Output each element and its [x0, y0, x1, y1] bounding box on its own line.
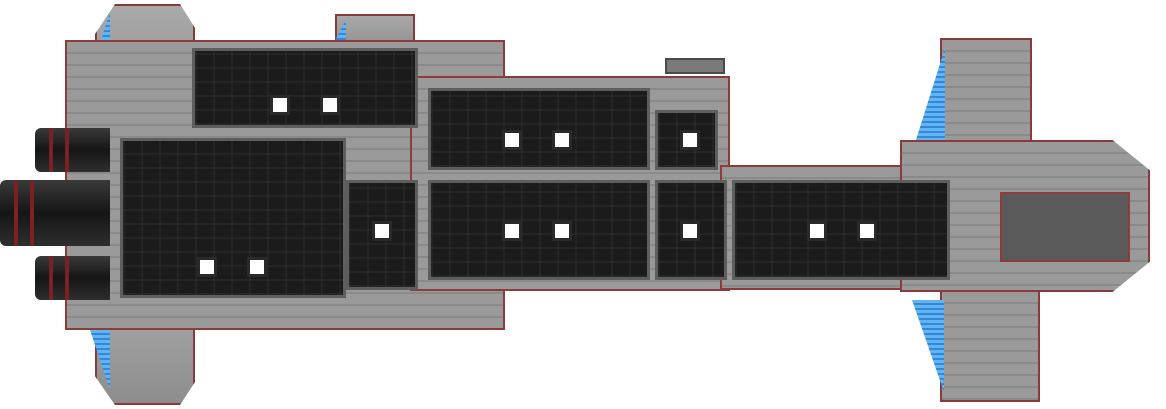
engine-middle — [0, 180, 110, 246]
station-marker[interactable] — [200, 260, 214, 274]
station-marker[interactable] — [683, 224, 697, 238]
station-marker[interactable] — [505, 224, 519, 238]
bridge-window — [1000, 192, 1130, 262]
room-corridor-left[interactable] — [346, 180, 418, 290]
room-upper-mid[interactable] — [428, 88, 650, 170]
room-upper-small[interactable] — [655, 110, 718, 170]
station-marker[interactable] — [250, 260, 264, 274]
room-engine[interactable] — [120, 138, 346, 298]
station-marker[interactable] — [505, 133, 519, 147]
room-upper-left[interactable] — [192, 48, 418, 128]
station-marker[interactable] — [555, 133, 569, 147]
station-marker[interactable] — [860, 224, 874, 238]
room-aft[interactable] — [732, 180, 950, 280]
hull-bottom-front-fin — [940, 290, 1040, 402]
room-lower-mid[interactable] — [428, 180, 650, 280]
engine-bottom — [35, 256, 110, 300]
thruster-icon — [912, 300, 944, 392]
station-marker[interactable] — [555, 224, 569, 238]
station-marker[interactable] — [323, 98, 337, 112]
thruster-icon — [915, 48, 945, 143]
engine-top — [35, 128, 110, 172]
station-marker[interactable] — [810, 224, 824, 238]
station-marker[interactable] — [683, 133, 697, 147]
station-marker[interactable] — [273, 98, 287, 112]
station-marker[interactable] — [375, 224, 389, 238]
weapon-turret[interactable] — [665, 58, 725, 74]
hull-top-front-fin — [940, 38, 1032, 150]
